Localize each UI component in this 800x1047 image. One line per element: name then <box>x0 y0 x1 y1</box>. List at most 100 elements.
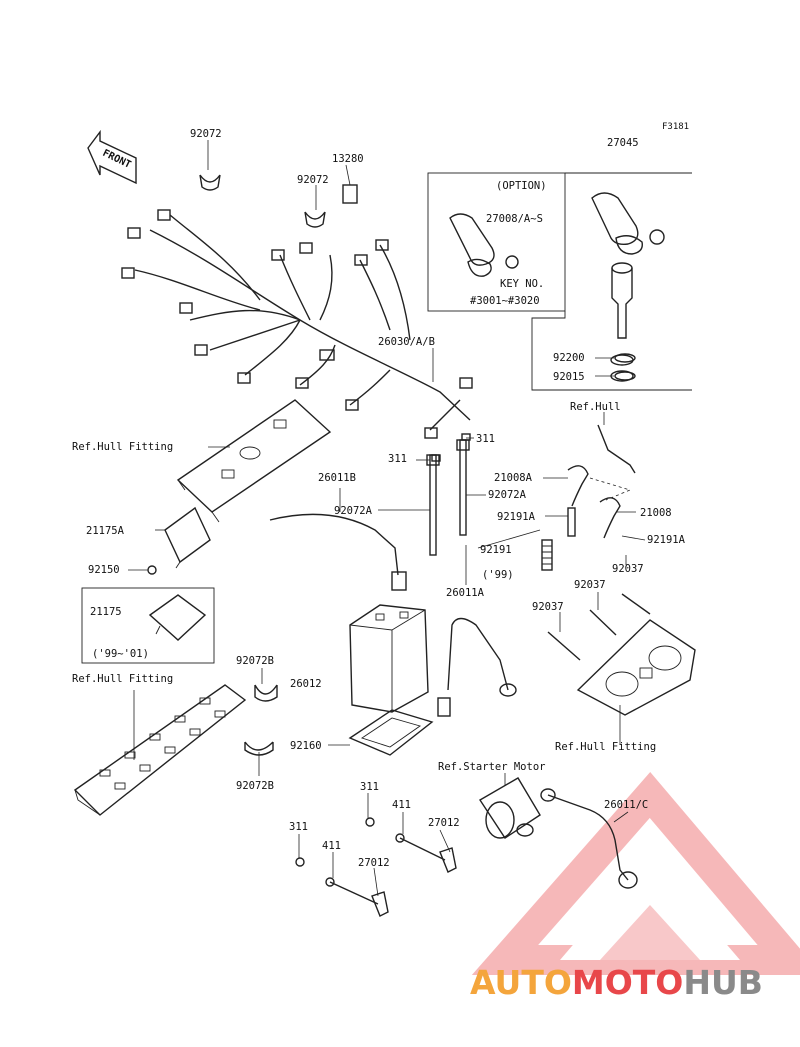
strap-92072a-left <box>426 454 440 556</box>
label-92191a-1: 92191A <box>497 511 536 523</box>
label-92072-top: 92072 <box>190 128 222 140</box>
stud-92191a <box>567 507 576 537</box>
label-92072b-top: 92072B <box>236 655 274 667</box>
nut-311-c <box>365 817 375 827</box>
label-21008a: 21008A <box>494 472 533 484</box>
label-92072a-left: 92072A <box>334 505 373 517</box>
label-92191: 92191 <box>480 544 512 556</box>
svg-text:AUTOMOTOHUB: AUTOMOTOHUB <box>470 963 763 1002</box>
option-box <box>427 172 566 312</box>
label-311-a: 311 <box>388 453 407 465</box>
battery-26012 <box>349 604 429 713</box>
fuse-holder-21008a <box>567 465 589 507</box>
key-switch-region <box>531 172 692 391</box>
label-13280: 13280 <box>332 153 364 165</box>
watermark-auto: AUTO <box>470 963 572 1002</box>
battery-tray-92160 <box>348 709 434 756</box>
rod-92037-1 <box>621 593 651 615</box>
cable-26011b <box>269 513 399 576</box>
label-ref-starter: Ref.Starter Motor <box>438 761 545 773</box>
label-311-d: 311 <box>289 821 308 833</box>
ignition-key-icon <box>591 192 665 255</box>
label-311-c: 311 <box>360 781 379 793</box>
rod-92037-2 <box>589 609 617 636</box>
washer-92200 <box>614 353 636 363</box>
clamp-92072b-top <box>254 684 278 702</box>
front-label: FRONT <box>101 148 133 171</box>
cable-26011c <box>547 794 629 881</box>
label-92072a-right: 92072A <box>488 489 527 501</box>
nut-311-b <box>461 433 471 441</box>
option-key-no-label: KEY NO. <box>500 278 544 290</box>
nut-311-d <box>295 857 305 867</box>
label-92015: 92015 <box>553 371 585 383</box>
watermark-logo-mark <box>471 772 800 975</box>
label-ref-hull-right: Ref.Hull <box>570 401 621 413</box>
bracket-ref-hull <box>597 424 636 474</box>
bolt-411-a <box>399 837 446 861</box>
watermark-text: AUTOMOTOHUB <box>470 963 763 1002</box>
nut-311-a <box>431 454 441 462</box>
clamp-92072-top <box>199 174 221 191</box>
ecu-box <box>81 587 215 664</box>
washer-92015 <box>614 371 636 381</box>
label-92037-1: 92037 <box>612 563 644 575</box>
label-21175a: 21175A <box>86 525 125 537</box>
part-labels: F3181 27045 92072 13280 92072 (OPTION) 2… <box>72 122 689 869</box>
label-92037-3: 92037 <box>532 601 564 613</box>
strap-92072a-right <box>456 439 470 536</box>
label-27012-b: 27012 <box>358 857 390 869</box>
label-92072b-bot: 92072B <box>236 780 274 792</box>
cable-26011a <box>447 617 509 691</box>
hull-fitting-lower <box>73 684 247 816</box>
front-arrow-icon: FRONT <box>87 129 137 185</box>
bolt-411-b <box>329 881 379 905</box>
main-wire-harness <box>121 209 473 439</box>
label-411-b: 411 <box>322 840 341 852</box>
label-92191a-2: 92191A <box>647 534 686 546</box>
label-26011b: 26011B <box>318 472 356 484</box>
option-key-icon <box>449 213 519 277</box>
leader-lines <box>128 140 646 897</box>
option-key-range: #3001~#3020 <box>470 295 540 307</box>
label-13280-sticker <box>342 184 358 204</box>
option-part: 27008/A~S <box>486 213 543 225</box>
ignition-switch-icon <box>610 262 634 382</box>
diagram-id: F3181 <box>662 122 689 132</box>
ecu-box-years: ('99~'01) <box>92 648 149 660</box>
label-92037-2: 92037 <box>574 579 606 591</box>
label-ref-hull-fitting-2: Ref.Hull Fitting <box>72 673 173 685</box>
option-title: (OPTION) <box>496 180 547 192</box>
clamp-92072-mid <box>304 211 326 228</box>
label-27012-a: 27012 <box>428 817 460 829</box>
ecu-box-part: 21175 <box>90 606 122 618</box>
watermark-hub: HUB <box>683 963 763 1002</box>
clamp-27012-a <box>439 847 457 873</box>
label-92160: 92160 <box>290 740 322 752</box>
label-311-b: 311 <box>476 433 495 445</box>
label-26030: 26030/A/B <box>378 336 435 348</box>
label-92191-year: ('99) <box>482 569 514 581</box>
clamp-27012-b <box>371 891 389 917</box>
fuse-holder-21008 <box>599 497 621 539</box>
label-26011a: 26011A <box>446 587 485 599</box>
spring-92191 <box>541 539 553 571</box>
label-92200: 92200 <box>553 352 585 364</box>
label-ref-hull-fitting-1: Ref.Hull Fitting <box>72 441 173 453</box>
label-27045: 27045 <box>607 137 639 149</box>
watermark-moto: MOTO <box>572 963 683 1002</box>
label-26012: 26012 <box>290 678 322 690</box>
ecu-21175a <box>164 506 211 569</box>
starter-motor <box>479 777 541 839</box>
rod-92037-3 <box>547 631 581 661</box>
hull-fitting-upper <box>176 399 332 523</box>
ecu-21175 <box>148 594 207 641</box>
label-26011c: 26011/C <box>604 799 648 811</box>
label-92150: 92150 <box>88 564 120 576</box>
label-92072-mid: 92072 <box>297 174 329 186</box>
label-21008: 21008 <box>640 507 672 519</box>
bolt-92150 <box>147 565 157 575</box>
label-411-a: 411 <box>392 799 411 811</box>
label-ref-hull-fitting-3: Ref.Hull Fitting <box>555 741 656 753</box>
